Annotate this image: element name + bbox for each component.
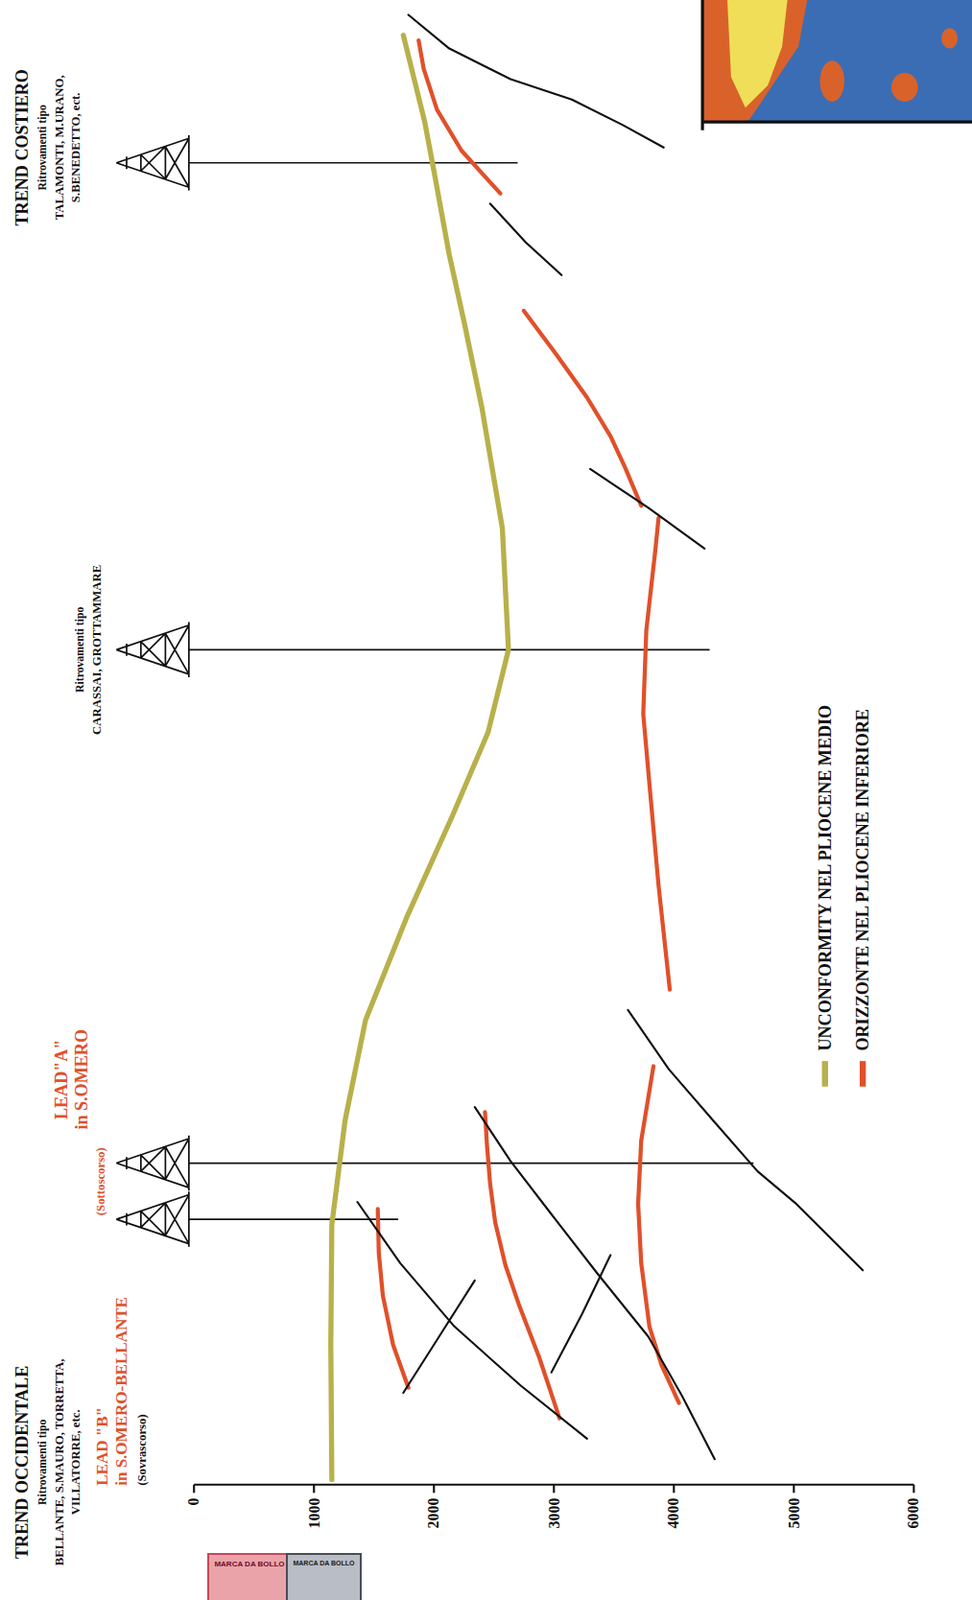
finds-heading: Ritrovamenti tipo	[37, 1420, 49, 1506]
horizon-line	[378, 40, 680, 1420]
legend-swatch	[822, 1061, 829, 1088]
depth-tick-label: 2000	[426, 1498, 442, 1530]
well-line	[189, 163, 754, 1220]
derrick-symbol	[116, 135, 190, 1248]
legend-text: ORIZZONTE NEL PLIOCENE INFERIORE	[853, 709, 872, 1051]
finds-heading: Ritrovamenti tipo	[73, 607, 86, 693]
location-map	[702, 0, 972, 131]
finds-list: S.BENEDETTO, ect.	[69, 92, 82, 203]
depth-tick-label: 5000	[785, 1498, 802, 1530]
depth-tick-label: 1000	[306, 1498, 322, 1530]
unconformity-line	[331, 35, 509, 1481]
trend-title: TREND COSTIERO	[13, 69, 31, 226]
legend-swatch	[859, 1061, 866, 1088]
finds-list: TALAMONTI, M.URANO,	[52, 74, 66, 220]
lead-title: in S.OMERO	[72, 1029, 91, 1131]
finds-list: CARASSAI, GROTTAMMARE	[91, 565, 104, 735]
stamp-text: MARCA DA BOLLO	[292, 1560, 355, 1568]
revenue-stamp: MARCA DA BOLLO	[285, 1553, 362, 1600]
depth-tick-label: 6000	[905, 1498, 922, 1530]
stamp-text: MARCA DA BOLLO	[213, 1561, 285, 1570]
depth-axis	[193, 1485, 914, 1494]
depth-tick-label: 4000	[665, 1498, 682, 1530]
finds-list: VILLATORRE, etc.	[69, 1409, 82, 1516]
depth-tick-label: 0	[186, 1498, 202, 1507]
lead-note: (Sovrascorso)	[136, 1414, 149, 1486]
fault-line	[356, 14, 863, 1460]
lead-note: (Sottoscorso)	[94, 1147, 107, 1216]
trend-title: TREND OCCIDENTALE	[13, 1366, 31, 1560]
finds-heading: Ritrovamenti tipo	[37, 104, 49, 190]
depth-tick-label: 3000	[545, 1498, 562, 1530]
lead-title: in S.OMERO-BELLANTE	[113, 1297, 130, 1487]
revenue-stamp: MARCA DA BOLLO	[207, 1553, 292, 1600]
lead-title: LEAD"A"	[52, 1040, 71, 1120]
legend-text: UNCONFORMITY NEL PLIOCENE MEDIO	[816, 705, 834, 1052]
finds-list: BELLANTE, S.MAURO, TORRETTA,	[52, 1358, 66, 1566]
lead-title: LEAD "B"	[94, 1407, 111, 1487]
